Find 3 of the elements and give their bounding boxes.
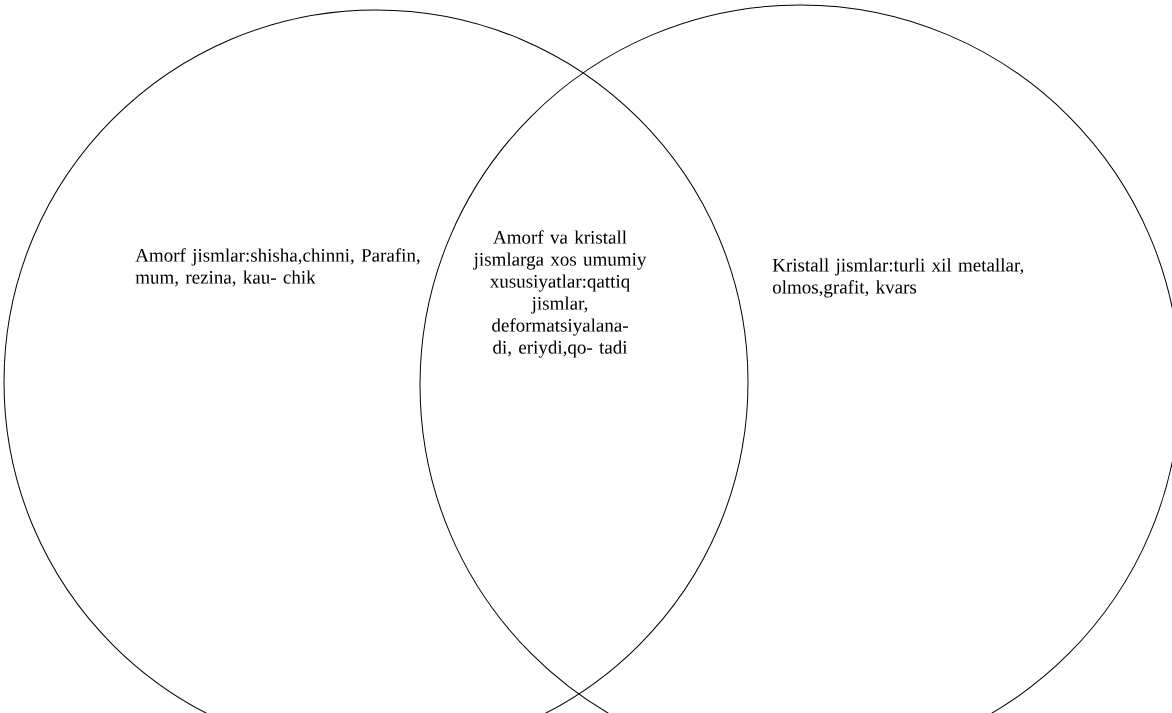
circle-text: Amorf jismlar:shisha,chinni, Parafin, mum, rezina, kau- chik: [135, 248, 420, 287]
circle-text: Kristall jismlar:turli xil metallar, olmos,grafit, kvars: [772, 258, 1024, 298]
overlap-text: Amorf va kristall jismlarga xos umumiy xususiyatlar:qattiq jismlar, deformatsiyalana- di, eriydi,qo- tadi: [473, 230, 647, 358]
